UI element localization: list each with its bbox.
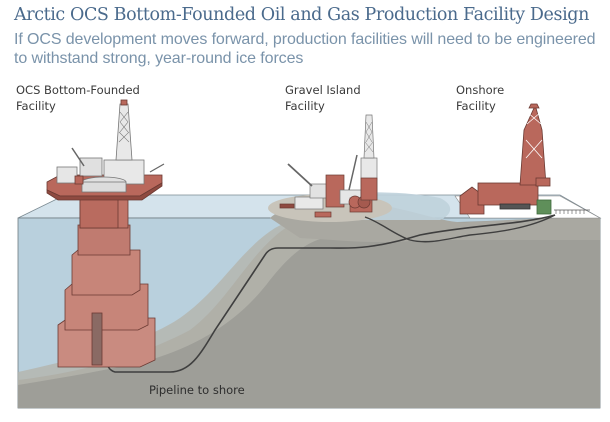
pipeline-main — [99, 214, 556, 373]
seabed — [18, 217, 600, 408]
ocs-platform-deck — [46, 99, 165, 201]
pipeline-island — [364, 214, 556, 243]
diagram-title: Arctic OCS Bottom-Founded Oil and Gas Pr… — [14, 5, 589, 25]
label-pipeline: Pipeline to shore — [149, 383, 245, 397]
label-gravel-island: Gravel Island Facility — [285, 83, 361, 113]
label-ocs-facility: OCS Bottom-Founded Facility — [16, 83, 140, 113]
label-onshore-facility: Onshore Facility — [456, 83, 505, 113]
diagram-subtitle: If OCS development moves forward, produc… — [14, 31, 596, 67]
onshore-facility — [459, 103, 590, 215]
ocs-bottom-founded-structure — [57, 197, 156, 368]
seabed-light-slope — [18, 215, 420, 385]
gravel-island-facility — [279, 114, 378, 218]
